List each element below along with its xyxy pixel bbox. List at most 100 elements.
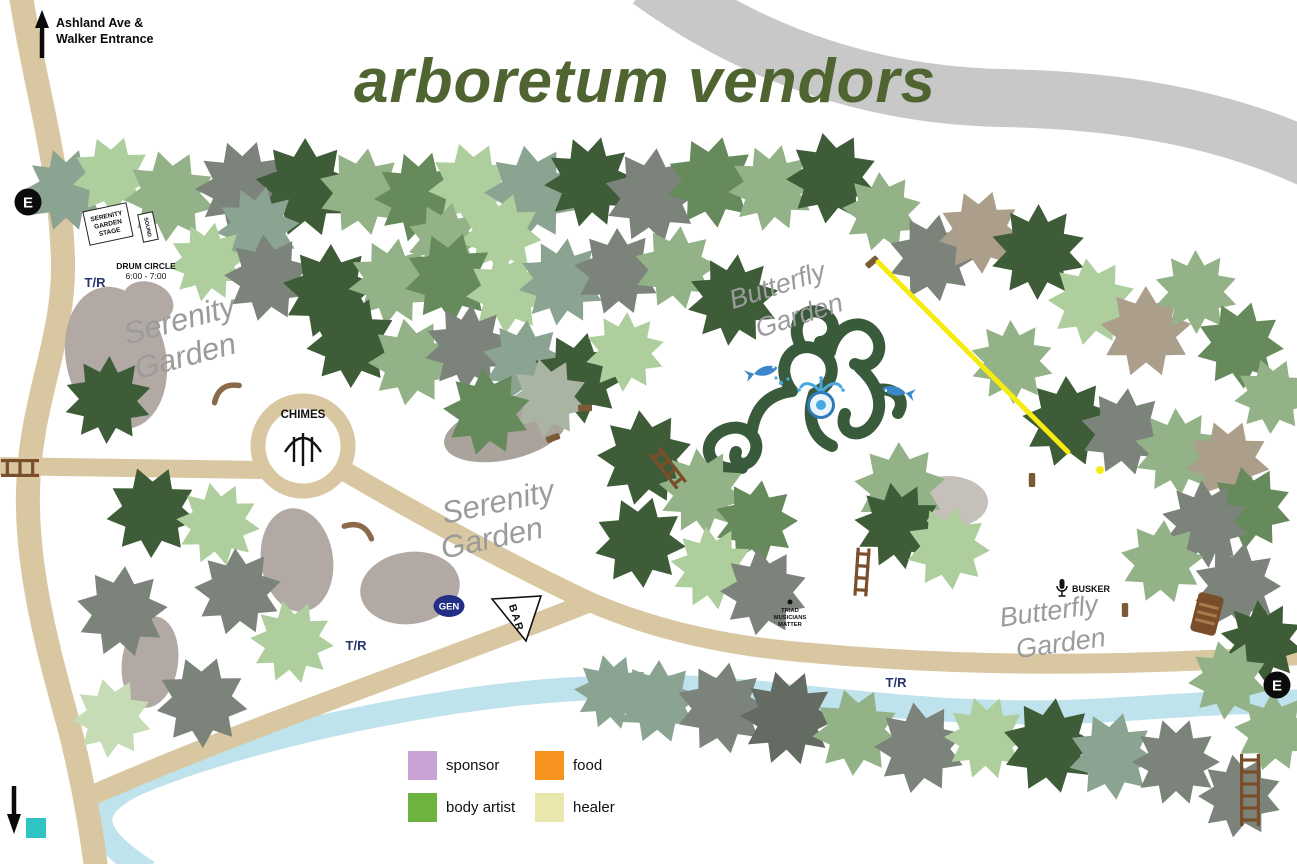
- koi-fish-icon: [744, 365, 778, 382]
- ladder-rung: [1240, 818, 1260, 822]
- hedge-curl: [746, 385, 798, 436]
- sound-sign-text: SOUND: [142, 217, 152, 238]
- legend-item-healer: healer: [535, 793, 615, 822]
- tree: [544, 137, 636, 227]
- bridge-icon: [1190, 592, 1224, 636]
- entrance-note: Ashland Ave & Walker Entrance: [35, 10, 154, 58]
- ladder-rung: [1240, 758, 1260, 762]
- stage-sign-board: [82, 202, 134, 246]
- ladder-rung: [651, 449, 665, 461]
- ladder-rail: [864, 548, 871, 597]
- legend-item-body-artist: body artist: [408, 793, 535, 822]
- legend-label-food: food: [573, 757, 603, 774]
- tree: [508, 359, 587, 438]
- restroom-marker: T/R: [346, 638, 368, 653]
- drum-circle-line2: 6:00 - 7:00: [126, 271, 167, 281]
- legend-swatch-food: [535, 751, 564, 780]
- triad-icon: [787, 599, 793, 605]
- tree: [716, 480, 798, 564]
- mic-head: [1059, 579, 1065, 589]
- tree: [368, 318, 454, 406]
- bench: [1028, 473, 1036, 487]
- chimes-spur-path: [0, 457, 263, 479]
- koi-fish-icon: [882, 385, 916, 402]
- tree: [72, 679, 151, 758]
- triad-sign: TRIAD MUSICIANS MATTER: [774, 599, 806, 628]
- bar-sign-board: [490, 595, 543, 643]
- fountain: [797, 376, 845, 419]
- tree: [77, 566, 168, 657]
- furniture-layer: [1, 255, 1260, 826]
- ladder-rail: [1240, 754, 1244, 826]
- legend-item-food: food: [535, 751, 615, 780]
- water-splash-icon: [774, 376, 790, 386]
- fountain-drop: [819, 376, 823, 380]
- restroom-marker: T/R: [886, 675, 908, 690]
- ladder-rung: [31, 459, 35, 477]
- mic-cradle: [1056, 585, 1068, 592]
- splash-dot: [778, 380, 784, 386]
- triad-line1: TRIAD: [781, 608, 799, 614]
- entrance-note-line2: Walker Entrance: [56, 32, 154, 46]
- ladder-rung: [1240, 770, 1260, 774]
- tree: [194, 548, 281, 635]
- tree: [518, 238, 606, 326]
- yellow-route: [875, 259, 1104, 474]
- fountain-center: [816, 400, 826, 410]
- teal-marker: [26, 818, 46, 838]
- entrance-note-line1: Ashland Ave &: [56, 16, 143, 30]
- tree: [842, 172, 921, 251]
- tree: [971, 320, 1053, 404]
- exit-note: [7, 786, 46, 838]
- yellow-route-line: [875, 259, 1071, 455]
- ladder-rung: [855, 563, 870, 569]
- bridge-plank: [1194, 617, 1216, 626]
- entrance-marker-circle: [1263, 671, 1291, 699]
- tree: [1069, 713, 1156, 800]
- tree: [176, 482, 260, 566]
- tree: [65, 356, 151, 444]
- tree: [720, 548, 806, 636]
- rock: [122, 281, 174, 323]
- stage-sign: SERENITY GARDEN STAGE: [82, 202, 134, 246]
- ladder-icon: [1, 459, 39, 478]
- ladder-rung: [5, 459, 9, 477]
- fountain-drop: [797, 388, 801, 392]
- legend-label-body-artist: body artist: [446, 799, 516, 816]
- koi-eye: [884, 389, 888, 392]
- fountain-drop: [841, 388, 845, 392]
- hedge-curl: [778, 341, 838, 397]
- bench: [211, 382, 242, 406]
- gen-badge: [433, 595, 465, 617]
- tree: [812, 689, 899, 776]
- ladder-rail: [853, 547, 860, 596]
- gen-label: GEN: [439, 602, 460, 613]
- bench: [865, 255, 879, 269]
- ladder-icon: [1240, 754, 1260, 826]
- chimes-poi: CHIMES: [281, 409, 326, 466]
- ladder-rung: [658, 458, 672, 470]
- ladder-rung: [18, 459, 22, 477]
- tree: [1100, 286, 1192, 376]
- ladder-rung: [856, 551, 871, 557]
- tree: [944, 697, 1028, 779]
- tree: [678, 662, 768, 754]
- restroom-marker: T/R: [85, 275, 107, 290]
- ladder-icon: [853, 547, 871, 597]
- tree: [250, 601, 334, 683]
- legend-item-sponsor: sponsor: [408, 751, 535, 780]
- page-title: arboretum vendors: [354, 47, 936, 116]
- butterfly-hedges: [703, 305, 907, 475]
- tree: [616, 660, 700, 742]
- yellow-route-dot: [1096, 466, 1104, 474]
- legend-swatch-sponsor: [408, 751, 437, 780]
- tree: [874, 702, 964, 793]
- ladder-rung: [664, 466, 678, 478]
- down-arrow-head-icon: [7, 814, 21, 834]
- ladder-rung: [853, 587, 868, 593]
- hedge-curl: [824, 318, 886, 372]
- koi-tail: [905, 389, 916, 402]
- koi-body: [882, 385, 906, 396]
- drum-circle-line1: DRUM CIRCLE: [116, 261, 176, 271]
